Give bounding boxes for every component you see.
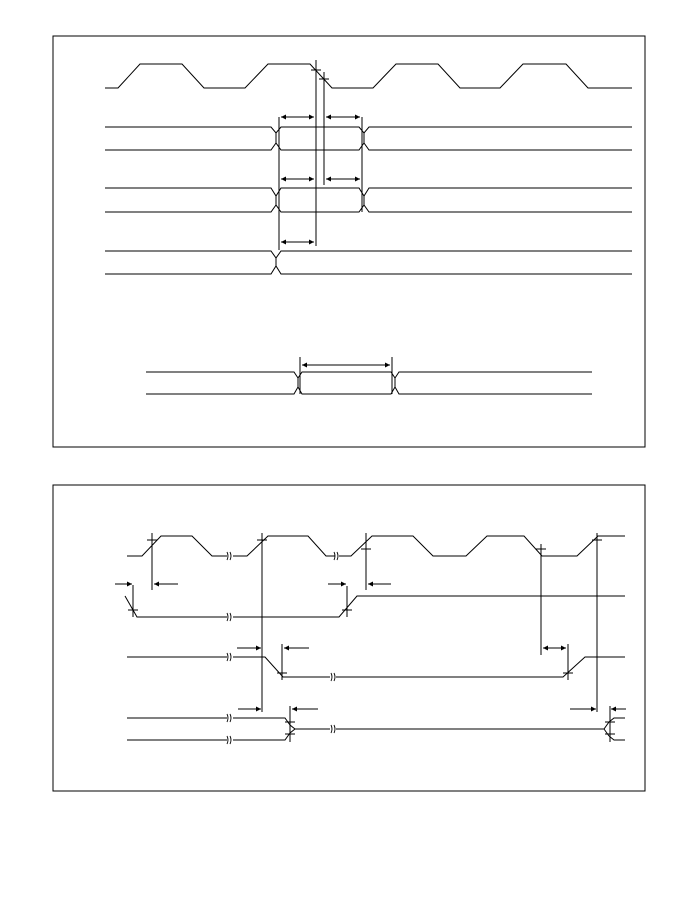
- strobe-waveform: [124, 595, 227, 618]
- data-bus-2-waveform: [105, 187, 632, 213]
- timing-dimensions-top: [281, 114, 390, 368]
- timing-diagram-top: [52, 35, 646, 448]
- reference-lines-bottom: [128, 533, 615, 742]
- data-bus-1-waveform: [105, 126, 632, 151]
- clock-break-2: [333, 551, 339, 561]
- clock-break-1: [226, 551, 232, 561]
- clock-waveform-top: [105, 63, 632, 89]
- timing-dimensions-bottom: [115, 581, 626, 712]
- data-bus-waveform-bottom: [127, 713, 625, 745]
- diagram-frame-bottom: [52, 484, 646, 792]
- data-window-waveform: [146, 371, 592, 395]
- clock-waveform-bottom: [127, 535, 227, 557]
- reference-lines-top: [278, 60, 393, 394]
- timing-diagram-bottom: [52, 484, 646, 792]
- data-bus-3-waveform: [105, 250, 632, 275]
- diagram-frame-top: [52, 35, 646, 448]
